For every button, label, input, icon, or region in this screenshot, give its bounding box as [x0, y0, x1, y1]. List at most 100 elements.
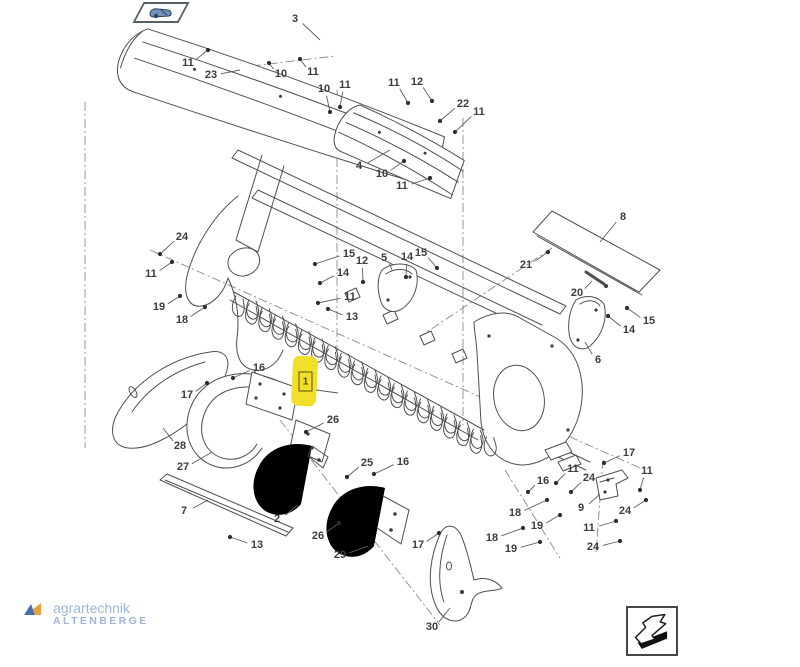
highlighted-part-callout[interactable]: 1: [291, 355, 339, 407]
fastener-dot: [643, 497, 649, 503]
callout-number: 15: [343, 248, 355, 260]
fastener-dot: [371, 471, 377, 477]
fastener-dot: [605, 313, 611, 319]
callout-16: 16: [525, 475, 549, 495]
callout-17: 17: [181, 380, 210, 401]
fastener-dot: [557, 512, 563, 518]
callout-number: 18: [509, 507, 521, 519]
callout-number: 12: [411, 76, 423, 88]
logo-line2: ALTENBERGE: [53, 615, 149, 627]
callout-number: 14: [401, 251, 414, 263]
callout-18: 18: [509, 497, 550, 519]
callout-number: 18: [176, 314, 188, 326]
callout-13: 13: [227, 534, 263, 551]
fastener-dot: [360, 279, 366, 285]
fastener-dot: [403, 274, 409, 280]
highlight-number: 1: [303, 377, 309, 388]
callout-number: 8: [620, 211, 626, 223]
callout-13: 13: [325, 306, 358, 323]
fastener-dot: [434, 265, 440, 271]
part-9-bracket: [595, 469, 629, 501]
fastener-dot: [525, 489, 531, 495]
callout-number: 21: [520, 259, 532, 271]
callout-number: 11: [339, 79, 351, 91]
fastener-dot: [157, 251, 163, 257]
callout-number: 11: [567, 463, 579, 475]
callout-18: 18: [176, 304, 208, 326]
fastener-dot: [553, 480, 559, 486]
callout-number: 22: [457, 98, 469, 110]
fastener-dot: [202, 304, 208, 310]
callout-7: 7: [181, 499, 209, 517]
callout-number: 30: [426, 621, 438, 633]
fastener-dot: [344, 474, 350, 480]
callout-24: 24: [587, 538, 623, 553]
callout-12: 12: [411, 76, 435, 104]
part-7-bar: [159, 473, 294, 537]
callout-15: 15: [624, 305, 655, 327]
callout-number: 24: [583, 472, 596, 484]
fastener-dot: [227, 534, 233, 540]
logo-line1: agrartechnik: [53, 600, 131, 616]
dealer-logo: agrartechnik ALTENBERGE: [24, 601, 149, 627]
fastener-dot: [520, 525, 526, 531]
fastener-dot: [177, 293, 183, 299]
callout-19: 19: [153, 293, 183, 313]
fastener-dot: [601, 460, 607, 466]
fastener-dot: [169, 259, 175, 265]
callout-number: 23: [205, 69, 217, 81]
callout-9: 9: [578, 493, 601, 514]
callout-number: 28: [174, 440, 186, 452]
callout-number: 2: [274, 513, 280, 525]
callout-number: 11: [344, 291, 356, 303]
callout-number: 11: [145, 268, 157, 280]
callout-number: 9: [578, 502, 584, 514]
callout-23: 23: [205, 69, 241, 81]
logo-mark-icon: [24, 603, 41, 615]
callout-number: 16: [537, 475, 549, 487]
callout-number: 17: [623, 447, 635, 459]
callout-number: 18: [486, 532, 498, 544]
callout-30: 30: [426, 607, 451, 633]
fastener-dot: [337, 104, 343, 110]
callout-number: 3: [292, 13, 298, 25]
part-27-band: [186, 371, 331, 469]
callout-number: 6: [595, 354, 601, 366]
part-4-hood-panel: [333, 104, 465, 200]
callout-number: 29: [334, 549, 346, 561]
page-nav-badge[interactable]: [626, 606, 678, 656]
fastener-dot: [317, 280, 323, 286]
callout-number: 12: [356, 255, 368, 267]
callout-number: 26: [312, 530, 324, 542]
fastener-dot: [401, 158, 407, 164]
callout-number: 10: [318, 83, 330, 95]
fastener-dot: [545, 249, 551, 255]
fastener-dot: [537, 539, 543, 545]
fastener-dot: [204, 380, 210, 386]
fastener-dot: [568, 489, 574, 495]
callout-number: 17: [181, 389, 193, 401]
part-5-deflector: [377, 263, 418, 313]
part-28-blade: [112, 351, 229, 449]
callout-15: 15: [312, 248, 355, 267]
implement-icon: [149, 8, 172, 19]
callout-number: 11: [396, 180, 408, 192]
fastener-dot: [544, 497, 550, 503]
callout-14: 14: [317, 267, 350, 286]
fastener-dot: [437, 118, 443, 124]
callout-number: 24: [587, 541, 600, 553]
callout-12: 12: [356, 255, 368, 285]
machine-type-badge[interactable]: [132, 2, 190, 23]
fastener-dot: [230, 375, 236, 381]
fastener-dot: [336, 520, 342, 526]
callout-number: 15: [643, 315, 655, 327]
callout-26: 26: [303, 414, 339, 435]
callout-27: 27: [177, 451, 213, 473]
part-8-board: [532, 210, 661, 296]
callout-number: 24: [619, 505, 632, 517]
callout-11: 11: [315, 291, 356, 306]
fastener-dot: [624, 305, 630, 311]
callout-24: 24: [619, 497, 649, 517]
